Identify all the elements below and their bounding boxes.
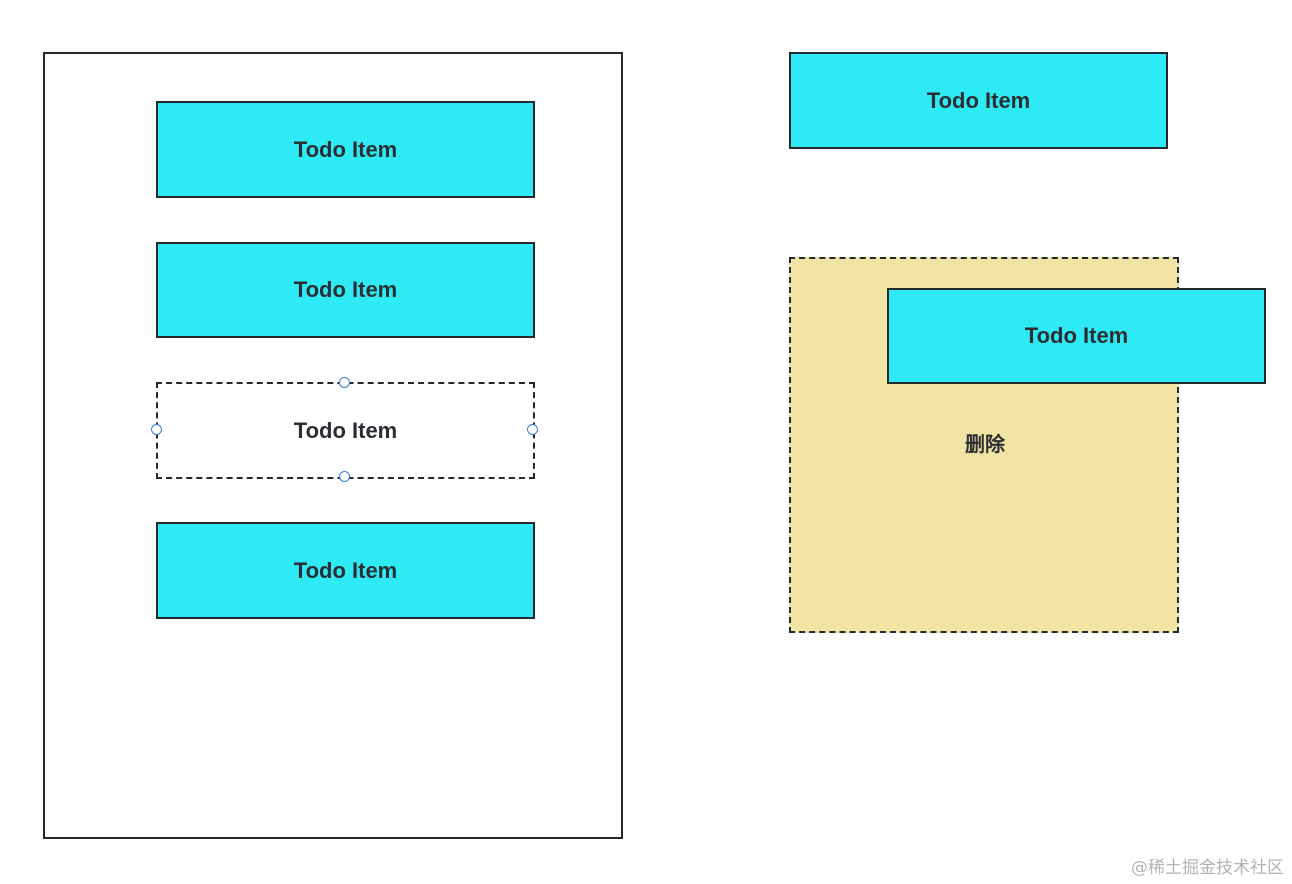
todo-item-2[interactable]: Todo Item xyxy=(156,242,535,338)
dragging-todo-item[interactable]: Todo Item xyxy=(789,52,1168,149)
todo-item-1[interactable]: Todo Item xyxy=(156,101,535,198)
dragged-todo-item-over-delete[interactable]: Todo Item xyxy=(887,288,1266,384)
left-resize-handle[interactable] xyxy=(151,424,162,435)
todo-item-label: Todo Item xyxy=(293,277,398,302)
todo-item-4[interactable]: Todo Item xyxy=(156,522,535,619)
todo-item-label: Todo Item xyxy=(1024,323,1129,348)
todo-item-label: Todo Item xyxy=(293,136,398,162)
todo-item-label: Todo Item xyxy=(293,557,398,583)
todo-item-label: Todo Item xyxy=(293,417,398,443)
bottom-resize-handle[interactable] xyxy=(339,471,350,482)
watermark: @稀土掘金技术社区 xyxy=(1131,858,1284,878)
top-resize-handle[interactable] xyxy=(339,377,350,388)
right-resize-handle[interactable] xyxy=(527,424,538,435)
todo-item-label: Todo Item xyxy=(926,87,1031,113)
todo-item-placeholder: Todo Item xyxy=(156,382,535,479)
delete-zone-label: 删除 xyxy=(965,432,1005,456)
